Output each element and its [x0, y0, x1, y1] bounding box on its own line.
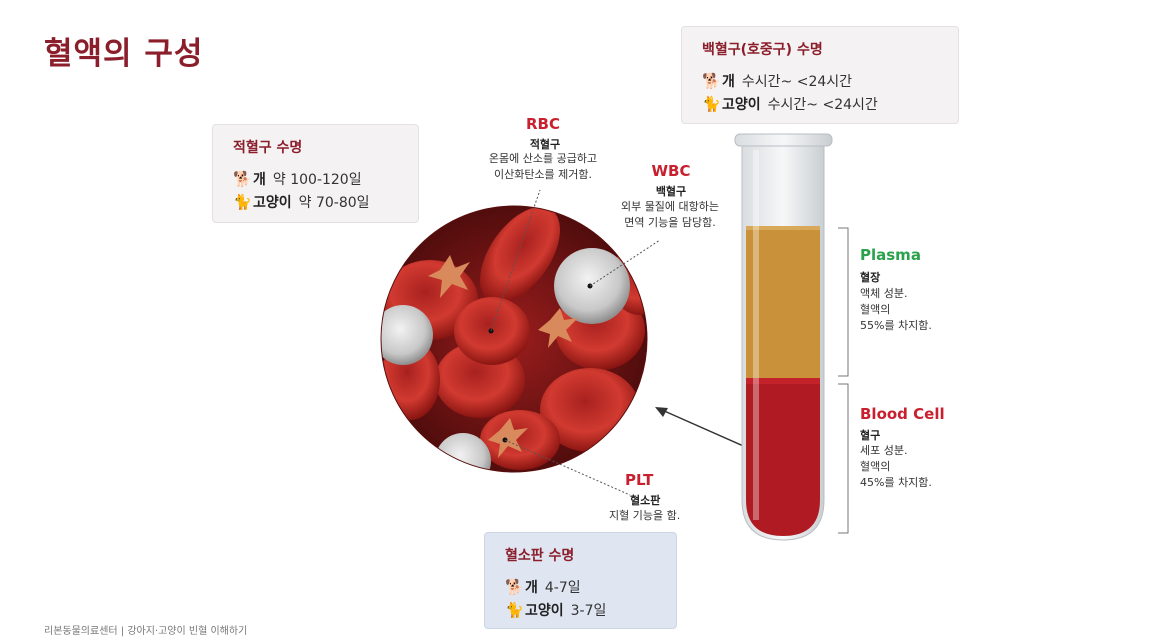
- cell-circle: [381, 206, 647, 472]
- plt-cat-row: 🐈 고양이 3-7일: [505, 598, 676, 621]
- plasma-korean-label: 혈장: [860, 271, 881, 284]
- lifespan-value: 약 100-120일: [272, 171, 362, 188]
- rbc-pointer-dot: [488, 328, 494, 334]
- rbc-dog-row: 🐕 개 약 100-120일: [233, 167, 418, 190]
- rbc-korean-label: 적혈구: [529, 138, 561, 151]
- cat-icon: 🐈: [505, 600, 524, 619]
- wbc-lifespan-title: 백혈구(호중구) 수명: [702, 42, 823, 58]
- wbc-heading: WBC: [651, 162, 691, 180]
- plt-description: 지혈 기능을 함.: [609, 509, 681, 522]
- page-title: 혈액의 구성: [44, 36, 204, 72]
- plasma-description: 액체 성분. 혈액의 55%를 차지함.: [860, 286, 932, 334]
- plasma-heading: Plasma: [860, 246, 921, 264]
- wbc-korean-label: 백혈구: [655, 185, 687, 198]
- wbc-desc-line-2: 면역 기능을 담당함.: [624, 216, 716, 229]
- rbc-leader-line: [490, 189, 541, 332]
- lifespan-value: 3-7일: [570, 602, 607, 619]
- plt-dog-row: 🐕 개 4-7일: [505, 575, 676, 598]
- tube-arrow-head: [655, 407, 668, 417]
- plasma-desc-line-3: 55%를 차지함.: [860, 319, 932, 332]
- cat-icon: 🐈: [233, 192, 252, 211]
- species-label: 고양이: [525, 602, 564, 619]
- test-tube: [734, 133, 833, 541]
- rbc-desc-line-1: 온몸에 산소를 공급하고: [488, 152, 598, 165]
- blood-cell-heading: Blood Cell: [860, 405, 945, 423]
- species-label: 개: [253, 171, 266, 188]
- species-label: 개: [525, 579, 538, 596]
- species-label: 고양이: [722, 96, 761, 113]
- wbc-cat-row: 🐈 고양이 수시간~ <24시간: [702, 92, 958, 115]
- blood-cell-korean-label: 혈구: [860, 429, 881, 442]
- rbc-lifespan-box: 적혈구 수명 🐕 개 약 100-120일 🐈 고양이 약 70-80일: [212, 124, 419, 223]
- plasma-bracket: [838, 227, 849, 377]
- plasma-layer: [746, 226, 820, 378]
- dog-icon: 🐕: [702, 71, 721, 90]
- cell-circle-border: [380, 205, 648, 473]
- dog-icon: 🐕: [233, 169, 252, 188]
- plasma-desc-line-1: 액체 성분.: [860, 287, 908, 300]
- tube-arrow-line: [661, 409, 776, 461]
- plt-lifespan-box: 혈소판 수명 🐕 개 4-7일 🐈 고양이 3-7일: [484, 532, 677, 629]
- plt-heading: PLT: [625, 471, 654, 489]
- plt-lifespan-title: 혈소판 수명: [505, 548, 575, 564]
- wbc-desc-line-1: 외부 물질에 대항하는: [620, 200, 720, 213]
- blood-cell-desc-line-3: 45%를 차지함.: [860, 476, 932, 489]
- blood-cell-bracket: [838, 383, 849, 534]
- wbc-pointer-dot: [587, 283, 593, 289]
- blood-cell-desc-line-1: 세포 성분.: [860, 444, 908, 457]
- rbc-desc-line-2: 이산화탄소를 제거함.: [493, 168, 593, 181]
- lifespan-value: 수시간~ <24시간: [741, 73, 853, 90]
- rbc-heading: RBC: [526, 115, 560, 133]
- wbc-leader-line: [589, 239, 661, 287]
- plt-korean-label: 혈소판: [630, 494, 661, 507]
- blood-cell-description: 세포 성분. 혈액의 45%를 차지함.: [860, 443, 932, 491]
- plasma-desc-line-2: 혈액의: [860, 303, 891, 316]
- rbc-description: 온몸에 산소를 공급하고 이산화탄소를 제거함.: [470, 151, 616, 183]
- footer-text: 리본동물의료센터 | 강아지·고양이 빈혈 이해하기: [44, 626, 248, 637]
- species-label: 개: [722, 73, 735, 90]
- cat-icon: 🐈: [702, 94, 721, 113]
- rbc-cat-row: 🐈 고양이 약 70-80일: [233, 190, 418, 213]
- rbc-lifespan-title: 적혈구 수명: [233, 140, 303, 156]
- blood-cell-layer: [746, 378, 820, 536]
- plt-leader-line: [504, 439, 631, 496]
- lifespan-value: 수시간~ <24시간: [767, 96, 878, 113]
- lifespan-value: 약 70-80일: [298, 194, 370, 211]
- blood-cell-desc-line-2: 혈액의: [860, 460, 891, 473]
- species-label: 고양이: [253, 194, 292, 211]
- wbc-description: 외부 물질에 대항하는 면역 기능을 담당함.: [600, 199, 740, 231]
- wbc-lifespan-box: 백혈구(호중구) 수명 🐕 개 수시간~ <24시간 🐈 고양이 수시간~ <2…: [681, 26, 959, 124]
- wbc-dog-row: 🐕 개 수시간~ <24시간: [702, 69, 958, 92]
- plt-pointer-dot: [502, 437, 508, 443]
- lifespan-value: 4-7일: [544, 579, 581, 596]
- dog-icon: 🐕: [505, 577, 524, 596]
